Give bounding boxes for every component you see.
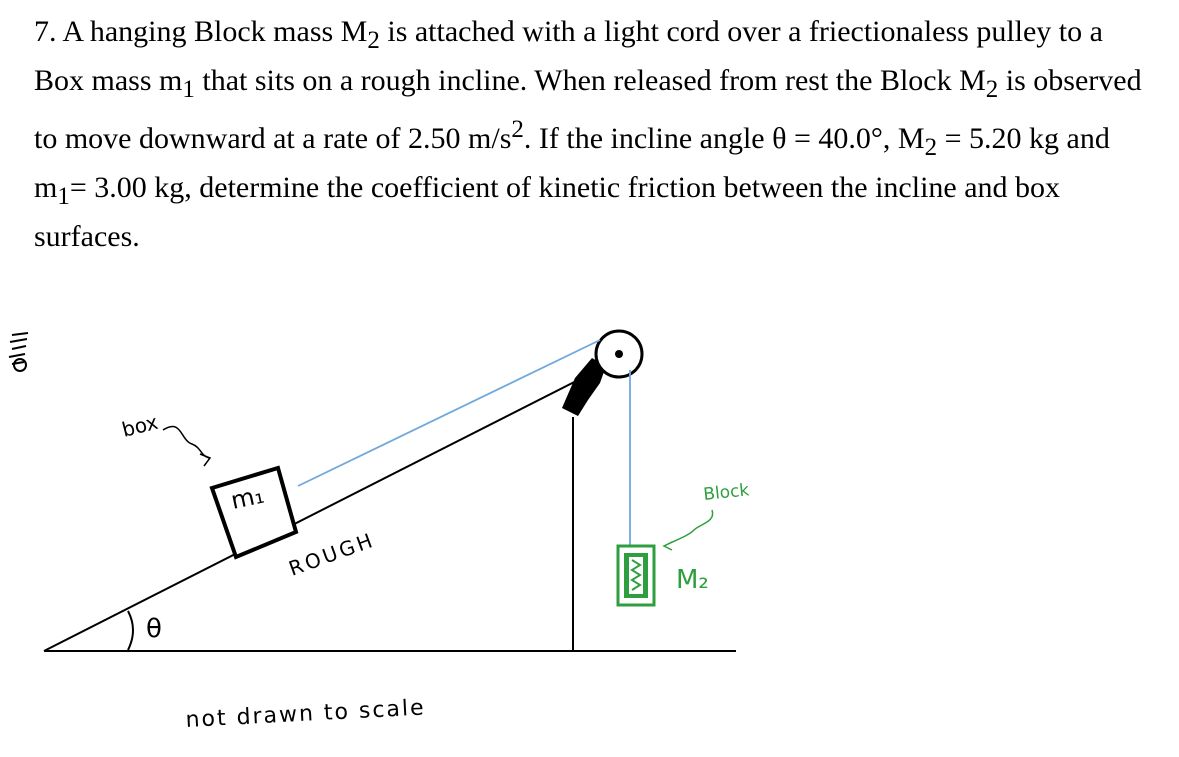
box-annotation: box bbox=[119, 410, 160, 442]
scribble-mark bbox=[8, 332, 29, 372]
problem-statement: 7. A hanging Block mass M2 is attached w… bbox=[34, 12, 1154, 257]
box-m1 bbox=[209, 465, 299, 560]
block-m2 bbox=[616, 544, 656, 607]
block-m2-label: M₂ bbox=[676, 565, 709, 595]
block-annotation: Block bbox=[702, 480, 750, 505]
rough-label: ROUGH bbox=[286, 527, 379, 580]
problem-number: 7. bbox=[34, 15, 57, 48]
angle-label: θ bbox=[146, 614, 162, 644]
pulley-mount bbox=[562, 358, 606, 416]
problem-text: 7. A hanging Block mass M2 is attached w… bbox=[34, 15, 1142, 253]
box-m1-label: m₁ bbox=[228, 481, 266, 515]
box-annotation-arrow bbox=[162, 425, 212, 467]
angle-arc bbox=[127, 610, 134, 651]
block-annotation-arrow bbox=[662, 509, 714, 551]
scale-note: not drawn to scale bbox=[185, 695, 426, 733]
incline-surface bbox=[43, 371, 595, 652]
pulley bbox=[594, 329, 644, 379]
cord-to-box bbox=[297, 339, 601, 487]
